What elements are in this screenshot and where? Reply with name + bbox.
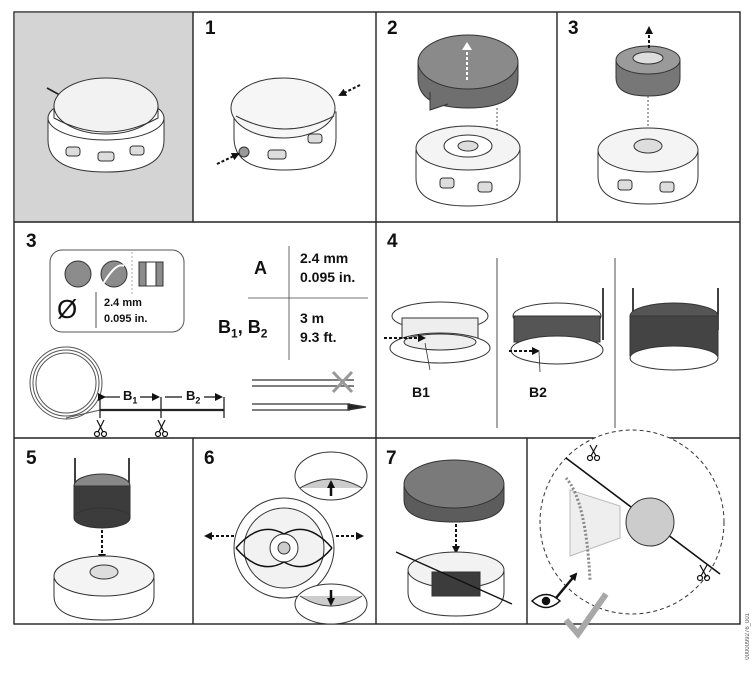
step4-spool-b2 [509,288,604,373]
eye-icon [530,593,562,609]
step-number-3: 3 [568,18,579,39]
spool-label-b2: B2 [529,384,547,400]
scissors-icon [93,419,169,438]
step-number-2: 2 [387,18,398,39]
step5-insert-spool [53,458,155,621]
diameter-in: 0.095 in. [104,313,148,325]
cut-length-b2: B2 [185,388,202,406]
step-number-5: 5 [26,448,37,469]
step2-remove-cap [415,34,521,207]
step1-press-tabs [216,77,361,171]
spec-a-mm: 2.4 mm [300,250,349,266]
document-id: 0000099276_001 [745,613,751,660]
diameter-symbol: Ø [57,294,78,324]
spec-table-lines [248,246,368,360]
spec-b-m: 3 m [300,310,325,326]
diameter-mm: 2.4 mm [104,297,142,309]
spec-a-in: 0.095 in. [300,269,356,285]
step-number-7: 7 [386,448,397,469]
line-coil [29,346,103,420]
twisted-line-icon [100,260,128,288]
step-number-1: 1 [205,18,216,39]
step-number-4: 4 [387,231,398,252]
spec-label-b: B1, B2 [218,317,268,341]
scissors-icon [586,444,711,582]
step7-reattach-cap [395,459,513,617]
round-line-icon [64,260,92,288]
overview-trimmer-head [46,77,165,173]
spec-b-ft: 9.3 ft. [300,329,337,345]
final-line-length-check [530,429,725,639]
spool-label-b1: B1 [412,384,430,400]
line-end-cut-comparison [252,370,367,411]
step6-thread-line [204,451,368,625]
spec-label-a: A [254,258,267,278]
step-number-3b: 3 [26,231,37,252]
check-icon [563,592,609,639]
cut-length-b1: B1 [122,388,139,406]
step4-spool-b1 [384,301,491,371]
length-markers [98,393,225,418]
step4-spool-full [629,288,719,371]
step-number-6: 6 [204,448,215,469]
line-spec-box [49,249,185,333]
step3-remove-spool [597,26,699,205]
